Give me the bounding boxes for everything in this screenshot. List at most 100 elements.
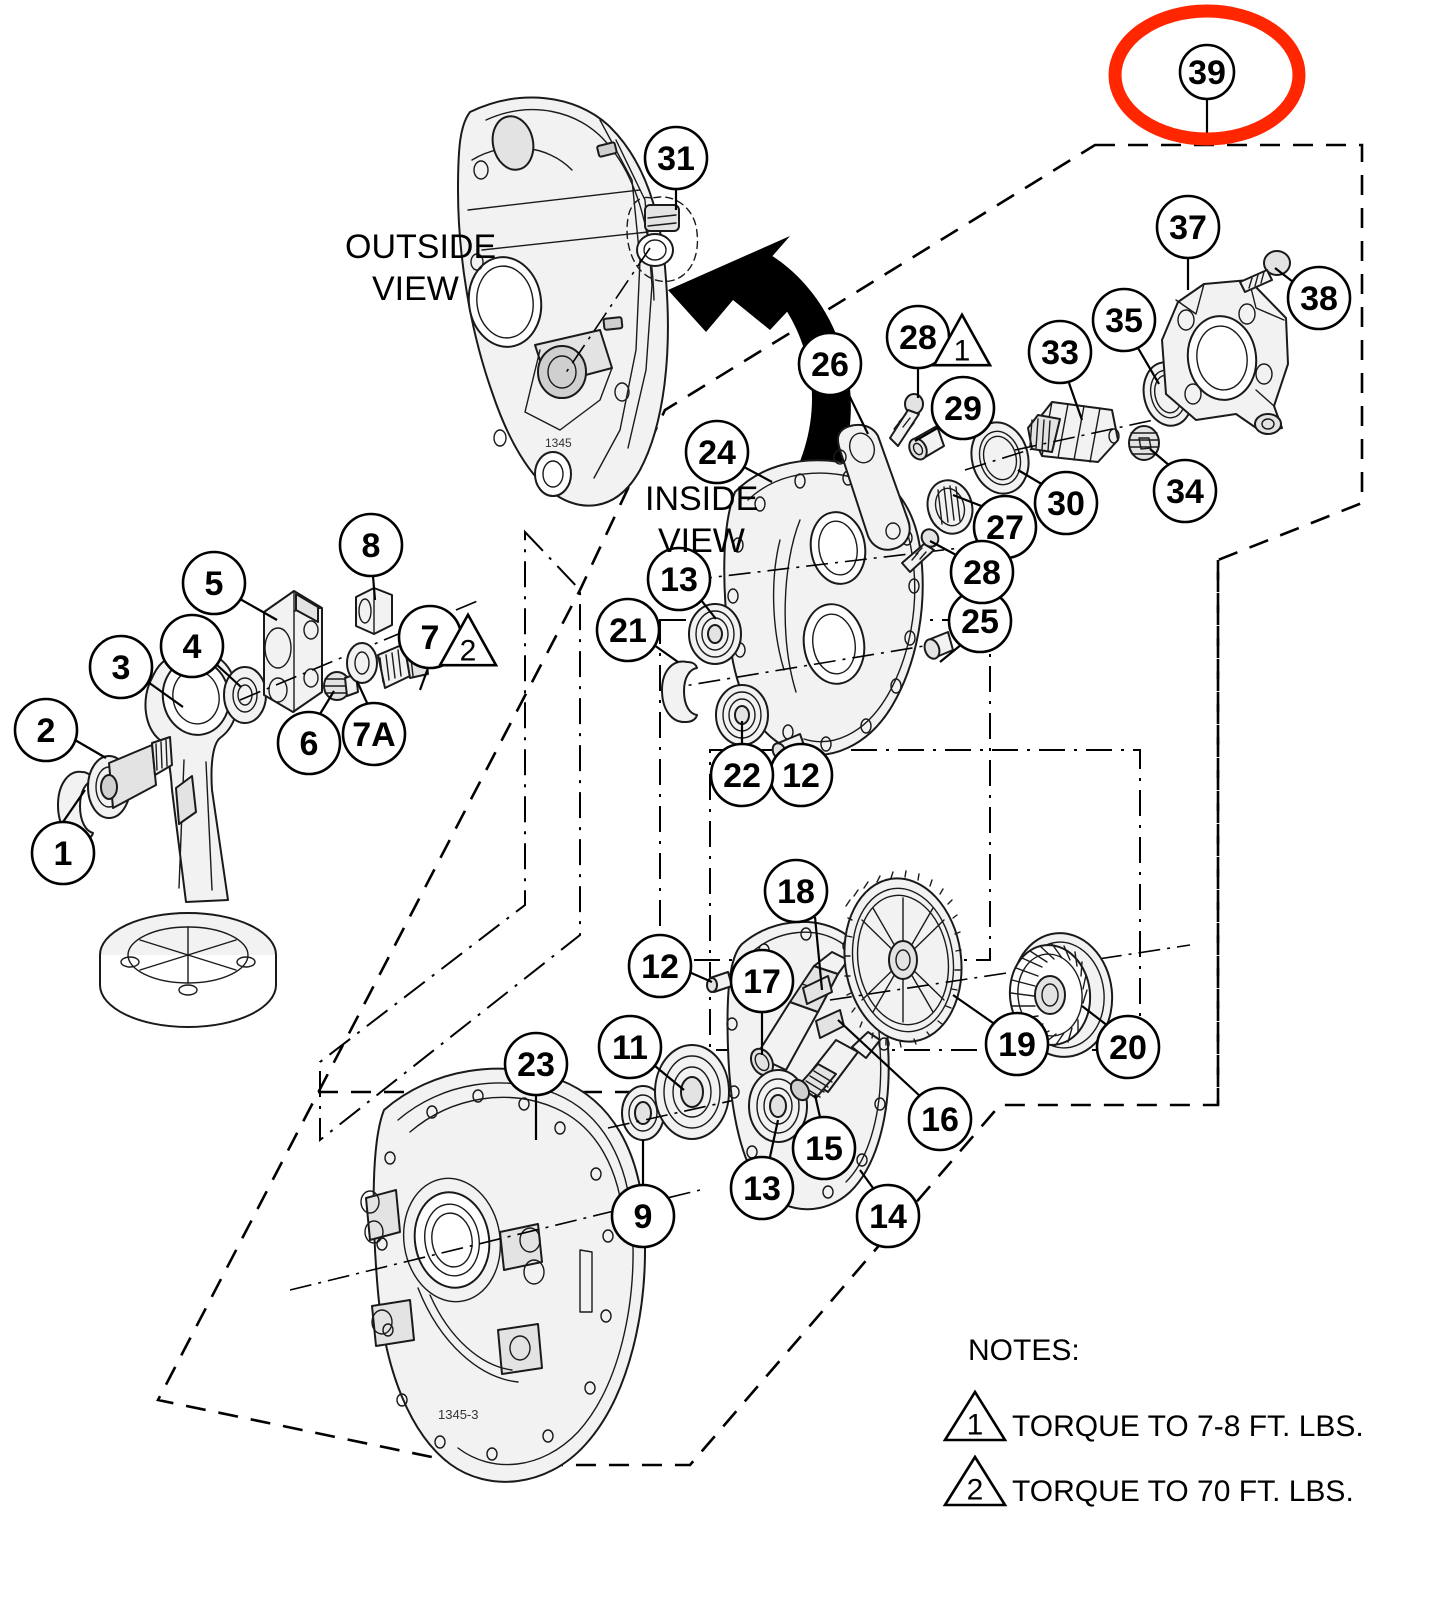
callout-circle-4[interactable] — [159, 613, 225, 679]
callout-circle-21[interactable] — [595, 597, 661, 663]
group-boundary-main — [156, 143, 1364, 1467]
view-label-inside: INSIDE VIEW — [645, 480, 758, 560]
callout-17[interactable]: 17 — [729, 948, 795, 1055]
callout-circle-19[interactable] — [984, 1011, 1050, 1077]
notes-block: NOTES: 1 TORQUE TO 7-8 FT. LBS. 2 TORQUE… — [942, 1334, 1364, 1508]
callout-number-23: 23 — [517, 1046, 555, 1084]
callout-number-12: 12 — [641, 948, 679, 986]
part-23-main-housing: 1345-3 — [289, 1067, 701, 1483]
callout-circle-20[interactable] — [1095, 1014, 1161, 1080]
callout-circle-37[interactable] — [1155, 194, 1221, 260]
callout-22[interactable]: 22 — [709, 721, 775, 808]
construction-plane-mid — [659, 619, 991, 961]
callout-number-5: 5 — [205, 565, 224, 603]
callout-circle-39[interactable] — [1178, 43, 1236, 101]
callout-circle-15[interactable] — [791, 1115, 857, 1181]
callout-26[interactable]: 26 — [797, 331, 869, 435]
callout-13b[interactable]: 13 — [646, 546, 717, 620]
callout-33[interactable]: 33 — [1027, 319, 1093, 421]
callout-circle-26[interactable] — [797, 331, 863, 397]
callout-circle-5[interactable] — [181, 550, 247, 616]
callout-circle-6[interactable] — [276, 710, 342, 776]
callout-number-1: 1 — [54, 835, 73, 873]
callout-circle-7A[interactable] — [341, 701, 407, 767]
callout-12b[interactable]: 12 — [768, 742, 834, 808]
callout-31[interactable]: 31 — [643, 125, 709, 210]
callout-8[interactable]: 8 — [338, 512, 404, 601]
callout-number-7A: 7A — [352, 716, 395, 754]
callout-1[interactable]: 1 — [30, 789, 96, 886]
callout-34[interactable]: 34 — [1149, 448, 1218, 524]
callout-circle-30[interactable] — [1033, 470, 1099, 536]
callout-circle-1[interactable] — [30, 820, 96, 886]
inside-view-label-line1: INSIDE — [645, 480, 758, 518]
callout-circle-3[interactable] — [88, 634, 154, 700]
callout-28b[interactable]: 28 — [929, 539, 1015, 605]
part-13-bearing-upper — [688, 603, 742, 665]
callout-circle-29[interactable] — [930, 375, 996, 441]
callout-circle-23[interactable] — [503, 1031, 569, 1097]
callout-25[interactable]: 25 — [939, 588, 1013, 663]
callout-circle-8[interactable] — [338, 512, 404, 578]
callout-circle-13[interactable] — [729, 1155, 795, 1221]
callout-12[interactable]: 12 — [627, 933, 713, 999]
callout-circle-35[interactable] — [1091, 287, 1157, 353]
callout-4[interactable]: 4 — [159, 613, 242, 688]
callout-39[interactable]: 39 — [1178, 43, 1236, 145]
callout-circle-2[interactable] — [13, 697, 79, 763]
callout-29[interactable]: 29 — [914, 375, 996, 442]
callout-38[interactable]: 38 — [1274, 265, 1352, 331]
callout-21[interactable]: 21 — [595, 597, 679, 663]
callout-circle-16[interactable] — [907, 1086, 973, 1152]
callout-16[interactable]: 16 — [837, 1019, 973, 1152]
callout-15[interactable]: 15 — [791, 1094, 857, 1181]
callout-leader-8 — [371, 575, 377, 601]
svg-text:1345-3: 1345-3 — [438, 1407, 478, 1422]
note-item-2: 2 TORQUE TO 70 FT. LBS. — [942, 1454, 1354, 1508]
callout-28[interactable]: 28 — [885, 304, 951, 398]
callout-circle-24[interactable] — [684, 419, 750, 485]
callout-18[interactable]: 18 — [763, 858, 829, 991]
callout-13[interactable]: 13 — [729, 1119, 795, 1221]
callout-circle-9[interactable] — [610, 1183, 676, 1249]
callout-7[interactable]: 7 — [397, 604, 463, 691]
callout-number-2: 2 — [37, 712, 56, 750]
callout-23[interactable]: 23 — [503, 1031, 569, 1140]
callout-number-37: 37 — [1169, 209, 1207, 247]
callout-circle-31[interactable] — [643, 125, 709, 191]
triangle-note-number: 1 — [954, 335, 971, 368]
callout-19[interactable]: 19 — [952, 994, 1050, 1077]
callout-30[interactable]: 30 — [1017, 469, 1099, 536]
callout-24[interactable]: 24 — [684, 419, 773, 485]
part-18-key-upper — [802, 975, 833, 1005]
callout-9[interactable]: 9 — [610, 1140, 676, 1249]
callout-14[interactable]: 14 — [855, 1169, 921, 1249]
callout-circle-14[interactable] — [855, 1183, 921, 1249]
callout-circle-18[interactable] — [763, 858, 829, 924]
callout-11[interactable]: 11 — [597, 1014, 685, 1091]
callout-3[interactable]: 3 — [88, 634, 184, 708]
callout-circle-34[interactable] — [1152, 458, 1218, 524]
callout-2[interactable]: 2 — [13, 697, 107, 763]
callout-35[interactable]: 35 — [1091, 287, 1160, 385]
triangle-note-number: 2 — [460, 635, 477, 668]
callout-circle-38[interactable] — [1286, 265, 1352, 331]
callout-20[interactable]: 20 — [1081, 1005, 1161, 1080]
callout-circle-12[interactable] — [627, 933, 693, 999]
callout-5[interactable]: 5 — [181, 550, 278, 621]
triangle-note-shape — [437, 612, 499, 667]
outside-view-housing: 1345 — [457, 96, 699, 507]
callout-circle-28b[interactable] — [949, 539, 1015, 605]
part-9-washer — [621, 1085, 665, 1141]
callout-circle-11[interactable] — [597, 1014, 663, 1080]
callout-circle-22[interactable] — [709, 742, 775, 808]
inside-view-label-line2: VIEW — [658, 522, 745, 560]
callout-6[interactable]: 6 — [276, 690, 342, 776]
callout-number-12b: 12 — [782, 757, 820, 795]
callout-circle-13b[interactable] — [646, 546, 712, 612]
callout-circle-17[interactable] — [729, 948, 795, 1014]
callout-7A[interactable]: 7A — [341, 680, 407, 767]
callout-37[interactable]: 37 — [1155, 194, 1221, 290]
callout-number-19: 19 — [998, 1026, 1036, 1064]
callout-circle-33[interactable] — [1027, 319, 1093, 385]
